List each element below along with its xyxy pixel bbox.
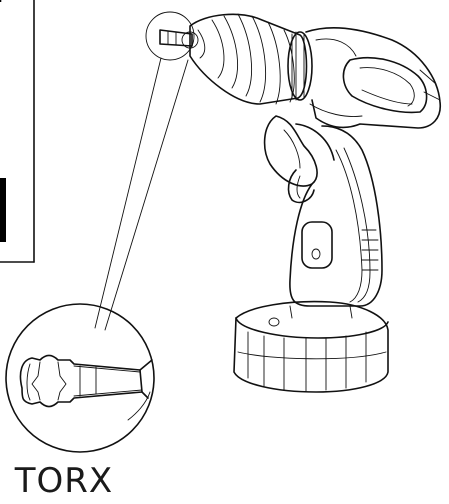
drill-battery [233,300,389,393]
drill-body [263,27,442,307]
bit-type-caption: TORX [14,461,114,501]
tip-highlight-circle [145,11,195,61]
side-panel [0,0,35,263]
drill-chuck [159,13,313,105]
leader-lines [94,57,189,331]
magnified-bit-detail [5,303,155,453]
